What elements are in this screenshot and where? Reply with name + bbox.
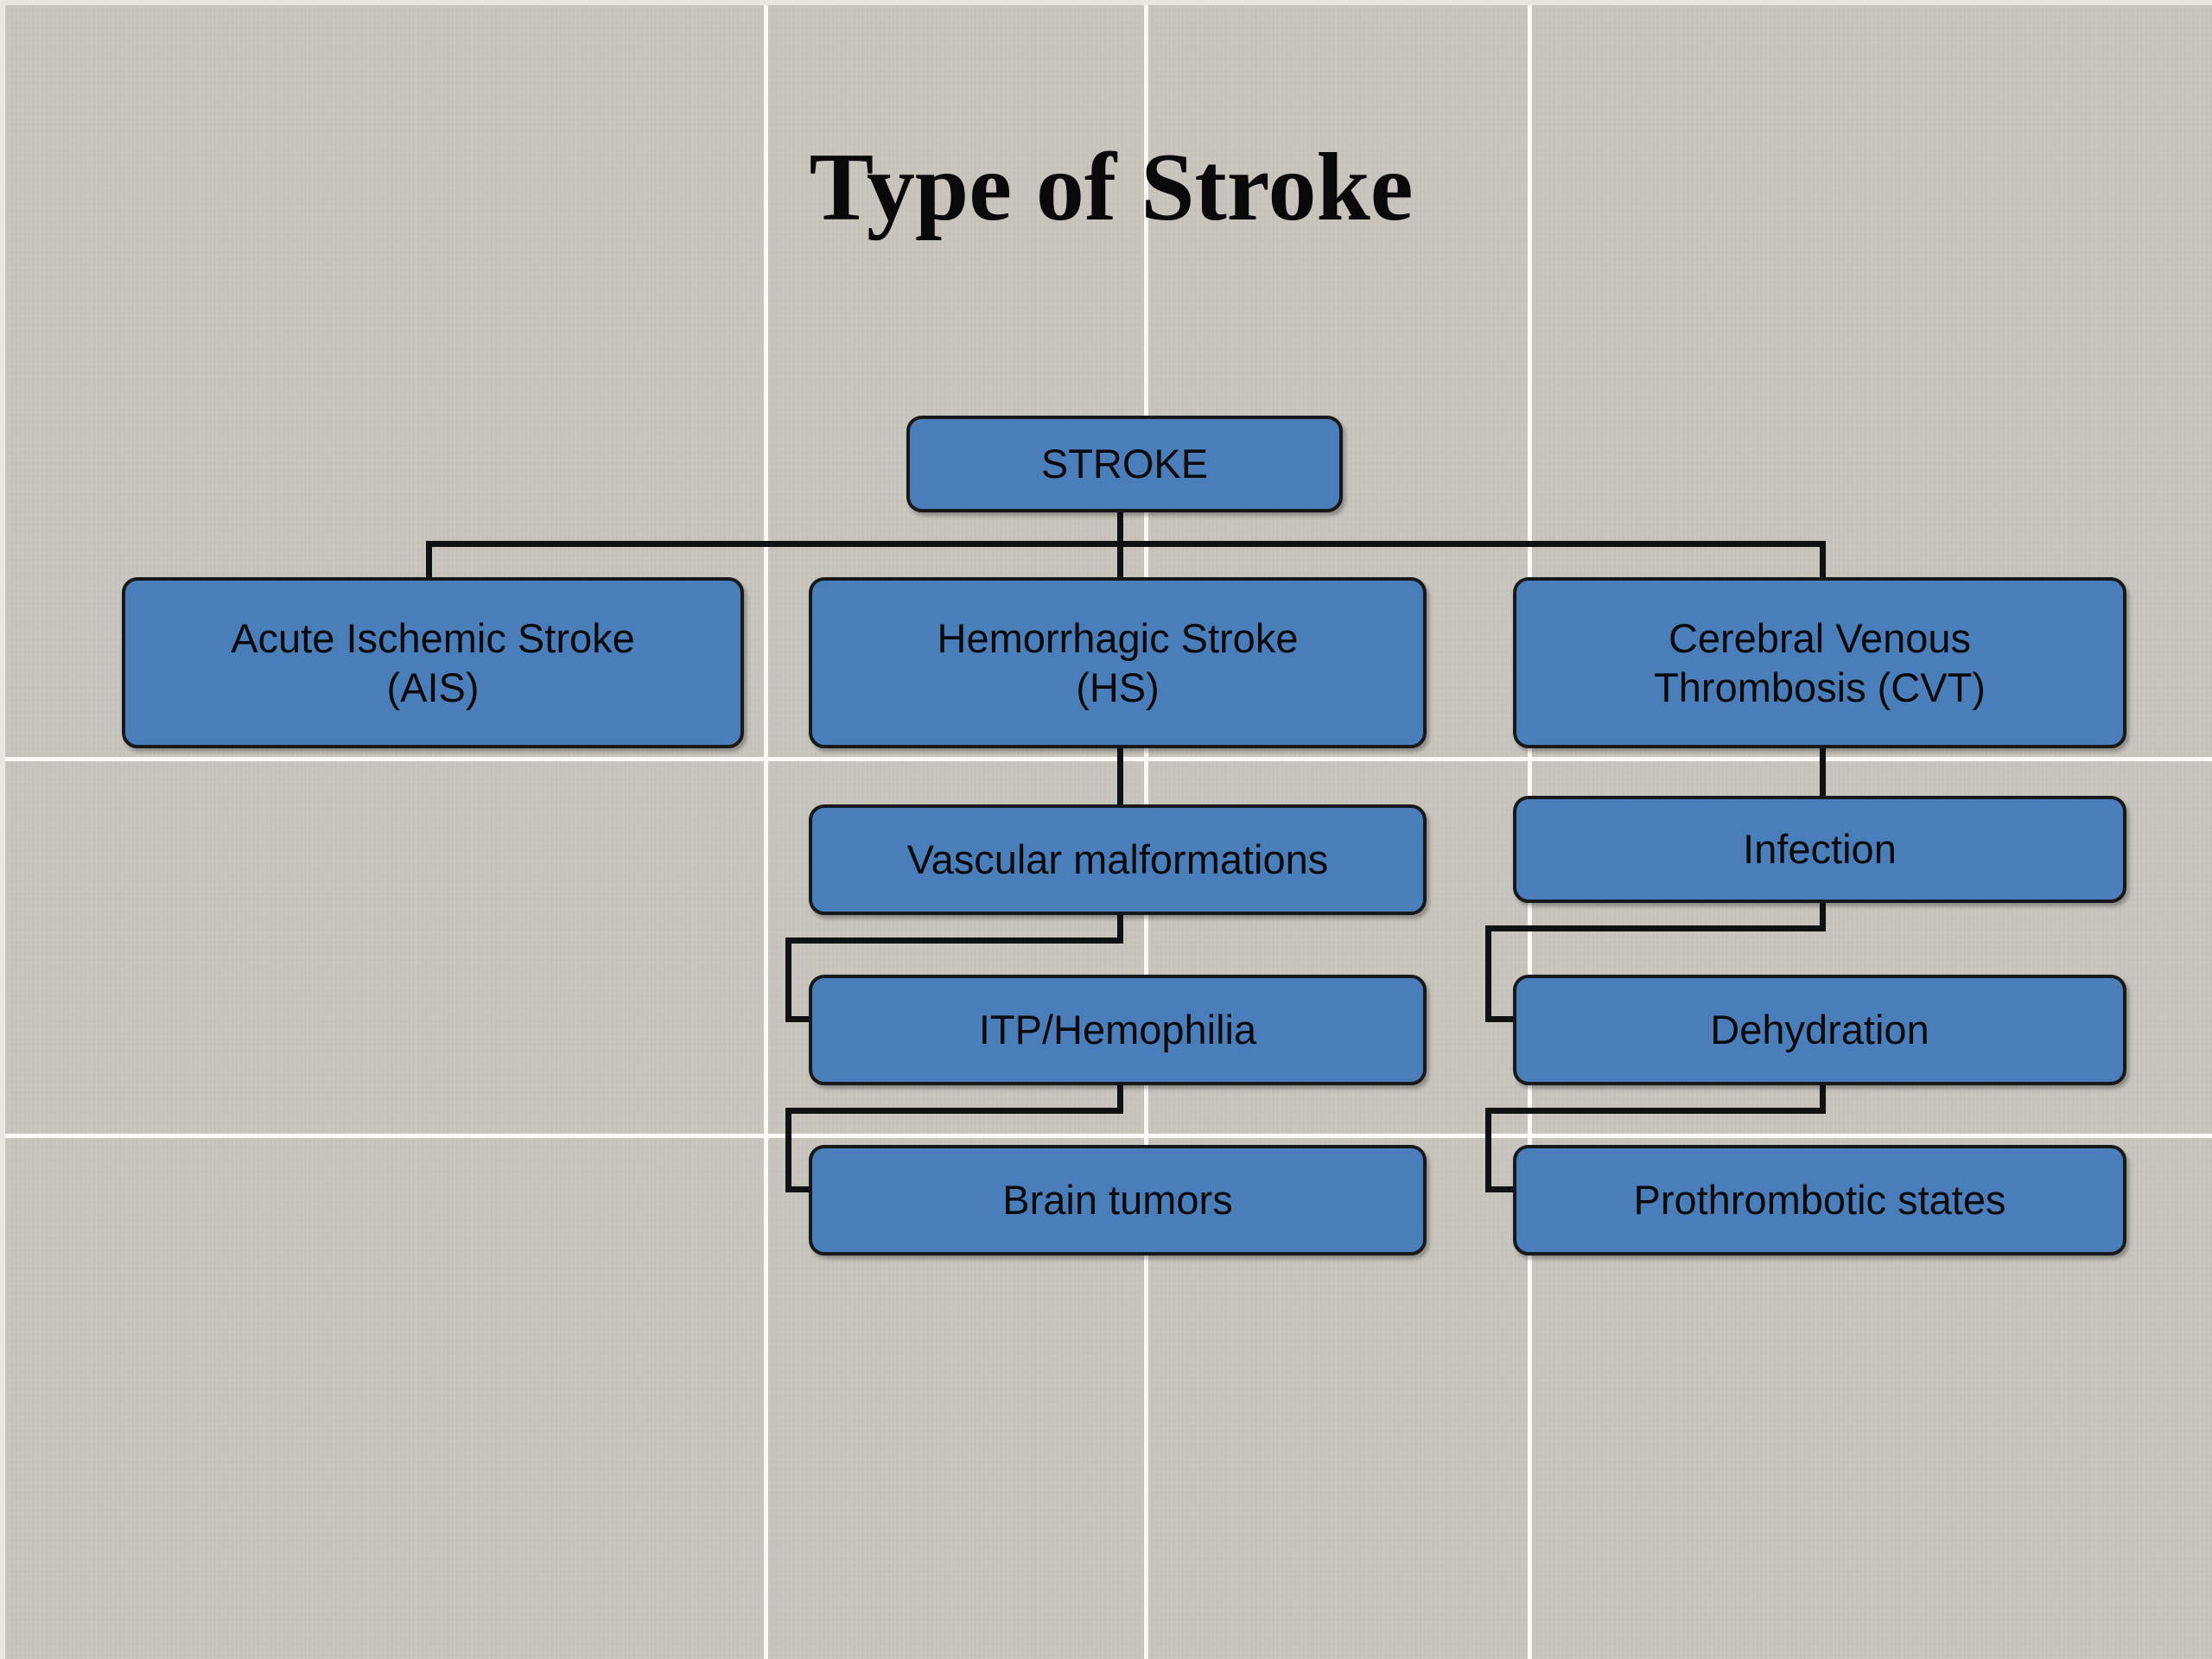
connector-itp-brain-vertical (785, 1108, 791, 1192)
grid-line-vertical-1 (764, 5, 768, 1659)
node-hemorrhagic-stroke[interactable]: Hemorrhagic Stroke (HS) (809, 577, 1427, 748)
node-stroke[interactable]: STROKE (906, 416, 1343, 512)
node-vascular-malformations[interactable]: Vascular malformations (809, 804, 1427, 915)
connector-root-stub (1117, 511, 1123, 547)
connector-dehydration-prothrombotic-horizontal (1485, 1108, 1826, 1114)
connector-vascular-itp-horizontal (785, 938, 1123, 944)
connector-root-bus (426, 541, 1826, 547)
node-brain-tumors[interactable]: Brain tumors (809, 1145, 1427, 1255)
connector-vascular-itp-stub-down (1117, 914, 1123, 944)
node-cerebral-venous-thrombosis-label: Cerebral Venous Thrombosis (CVT) (1654, 614, 1986, 710)
node-itp-hemophilia[interactable]: ITP/Hemophilia (809, 975, 1427, 1085)
node-acute-ischemic-stroke-label: Acute Ischemic Stroke (AIS) (231, 614, 635, 710)
connector-dehydration-prothrombotic-vertical (1485, 1108, 1491, 1192)
node-acute-ischemic-stroke[interactable]: Acute Ischemic Stroke (AIS) (122, 577, 744, 748)
node-infection[interactable]: Infection (1513, 796, 2126, 903)
connector-itp-brain-horizontal (785, 1108, 1123, 1114)
connector-itp-brain-stub-down (1117, 1084, 1123, 1114)
node-hemorrhagic-stroke-label: Hemorrhagic Stroke (HS) (937, 614, 1299, 710)
node-prothrombotic-states-label: Prothrombotic states (1633, 1177, 2006, 1224)
grid-line-horizontal-1 (5, 757, 2212, 761)
grid-line-horizontal-2 (5, 1134, 2212, 1138)
connector-drop-ais (426, 541, 432, 581)
page-title: Type of Stroke (809, 134, 1414, 241)
node-dehydration[interactable]: Dehydration (1513, 975, 2126, 1085)
connector-infection-dehydration-horizontal (1485, 925, 1826, 931)
connector-cvt-to-infection (1820, 744, 1826, 798)
connector-infection-dehydration-vertical (1485, 925, 1491, 1022)
node-prothrombotic-states[interactable]: Prothrombotic states (1513, 1145, 2126, 1255)
node-brain-tumors-label: Brain tumors (1002, 1177, 1233, 1224)
node-stroke-label: STROKE (1040, 441, 1209, 487)
connector-hs-to-vascular (1117, 744, 1123, 804)
connector-drop-hs (1117, 541, 1123, 581)
node-itp-hemophilia-label: ITP/Hemophilia (978, 1007, 1257, 1053)
node-dehydration-label: Dehydration (1710, 1007, 1929, 1053)
node-cerebral-venous-thrombosis[interactable]: Cerebral Venous Thrombosis (CVT) (1513, 577, 2126, 748)
connector-dehydration-prothrombotic-stub-down (1820, 1084, 1826, 1114)
connector-infection-dehydration-stub-down (1820, 902, 1826, 931)
connector-vascular-itp-vertical (785, 938, 791, 1022)
node-vascular-malformations-label: Vascular malformations (906, 836, 1329, 883)
node-infection-label: Infection (1743, 826, 1897, 873)
connector-drop-cvt (1820, 541, 1826, 581)
